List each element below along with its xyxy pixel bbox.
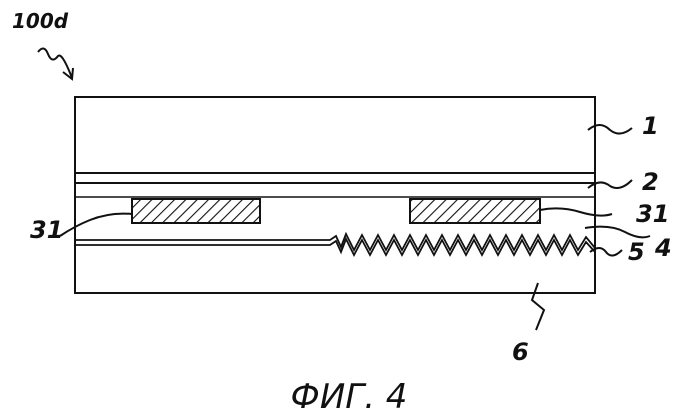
leader-element-31-left: [60, 214, 132, 236]
label-element-31-left: 31: [30, 216, 63, 244]
label-layer-4: 4: [654, 234, 672, 262]
label-layer-2: 2: [642, 168, 659, 196]
label-layer-6: 6: [512, 338, 529, 366]
figure-caption: ФИГ. 4: [291, 377, 408, 416]
label-element-31-right: 31: [636, 200, 669, 228]
label-layer-5: 5: [628, 238, 645, 266]
layer-stack-outline: [75, 97, 595, 293]
figure-id-leader: [38, 48, 72, 78]
label-layer-1: 1: [642, 112, 659, 140]
leader-element-31-right: [540, 208, 612, 215]
element-31-right: [410, 199, 540, 223]
leader-layer-6: [532, 283, 544, 330]
element-31-left: [132, 199, 260, 223]
layer-5-bottom-line: [75, 239, 595, 255]
figure-id-label: 100d: [12, 9, 69, 33]
